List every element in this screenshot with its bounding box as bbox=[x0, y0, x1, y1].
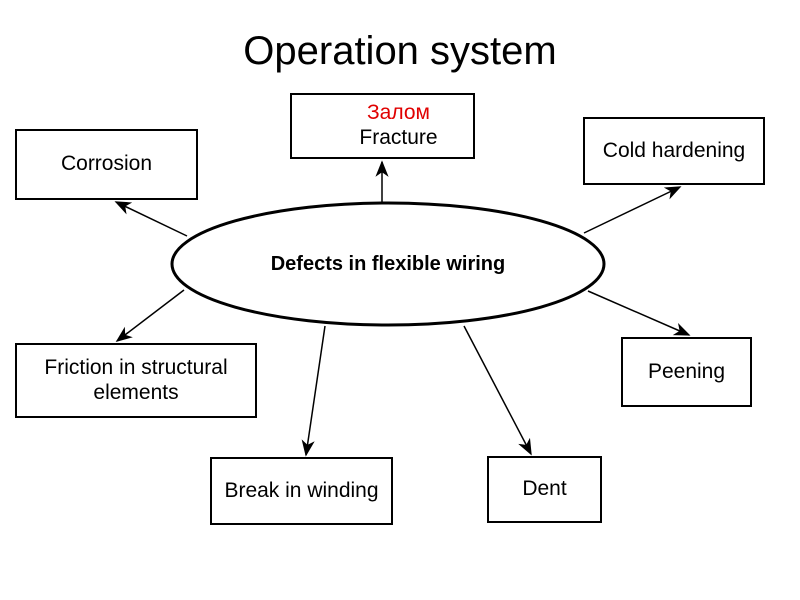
connector-corrosion bbox=[114, 201, 188, 237]
node-fracture-text: Залом Fracture bbox=[359, 101, 437, 151]
node-break-in-winding-label: Break in winding bbox=[224, 478, 379, 502]
node-friction-label: Friction in structural elements bbox=[44, 355, 228, 404]
node-fracture: Залом Fracture bbox=[290, 93, 475, 159]
node-cold-hardening-label: Cold hardening bbox=[602, 138, 746, 162]
node-fracture-label-en: Fracture bbox=[359, 126, 438, 149]
central-ellipse-shape bbox=[170, 201, 606, 327]
node-cold-hardening: Cold hardening bbox=[583, 117, 765, 185]
connector-break-in-winding bbox=[301, 325, 326, 457]
connector-cold-hardening bbox=[583, 186, 682, 234]
node-corrosion: Corrosion bbox=[15, 129, 198, 200]
node-corrosion-label: Corrosion bbox=[60, 152, 153, 176]
connector-friction bbox=[115, 289, 185, 342]
connector-dent bbox=[463, 325, 532, 456]
node-fracture-label-ru: Залом bbox=[367, 101, 430, 125]
node-dent-label: Dent bbox=[522, 477, 567, 501]
connector-peening bbox=[587, 290, 691, 336]
node-dent: Dent bbox=[487, 456, 602, 523]
node-friction-in-structural-elements: Friction in structural elements bbox=[15, 343, 257, 418]
slide-title: Operation system bbox=[243, 29, 557, 73]
node-peening-label: Peening bbox=[647, 359, 726, 383]
node-break-in-winding: Break in winding bbox=[210, 457, 393, 525]
node-peening: Peening bbox=[621, 337, 752, 407]
central-node-label: Defects in flexible wiring bbox=[270, 252, 506, 275]
